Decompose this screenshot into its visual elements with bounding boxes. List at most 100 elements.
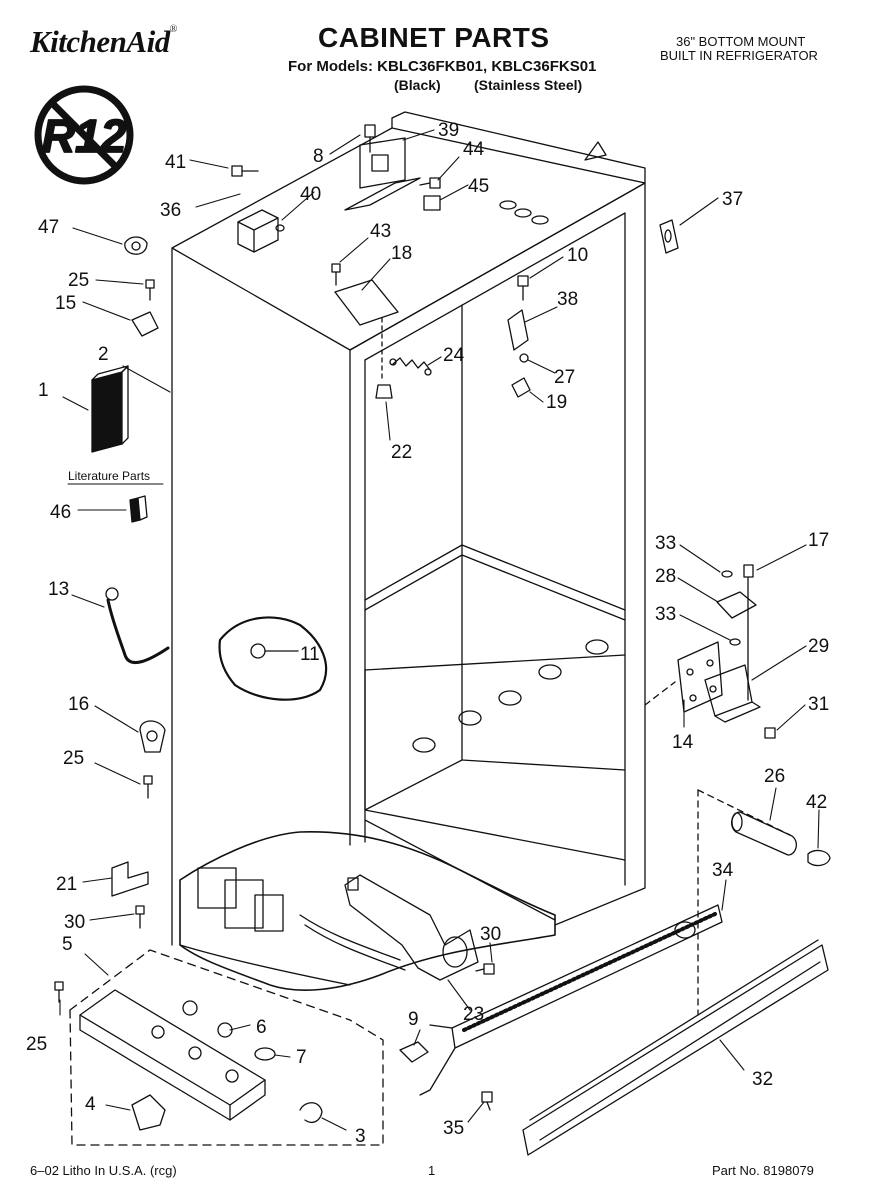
callout-24: 24	[443, 345, 465, 366]
callout-3: 3	[355, 1126, 366, 1147]
callout-36: 36	[160, 200, 181, 221]
part-14-hinge-plate	[644, 641, 723, 713]
part-46-clip	[129, 495, 148, 523]
part-13-tube	[105, 587, 170, 665]
variant-black: (Black)	[394, 77, 441, 93]
part-40-box	[237, 209, 279, 253]
callout-25-b: 25	[63, 748, 84, 769]
part-45-switch	[423, 195, 441, 211]
part-21-bracket	[111, 861, 149, 897]
variant-stainless: (Stainless Steel)	[474, 77, 583, 93]
r12-badge: R12	[34, 85, 134, 185]
brand-logo: KitchenAid®	[30, 24, 177, 60]
callout-43: 43	[370, 221, 391, 242]
part-35-screw	[481, 1091, 493, 1111]
callout-11: 11	[300, 644, 320, 665]
brand-registered-mark: ®	[169, 24, 178, 35]
part-39-bracket	[344, 137, 421, 211]
machine-compartment-cutaway	[179, 831, 556, 991]
part-25-screw-top	[145, 279, 155, 301]
callout-46: 46	[50, 502, 71, 523]
product-type-line1: 36" BOTTOM MOUNT	[676, 34, 806, 49]
part-43-screw	[331, 263, 341, 286]
part-26-cylinder	[697, 789, 798, 1016]
callout-10: 10	[567, 245, 588, 266]
footer-page-number: 1	[428, 1163, 436, 1178]
callout-47: 47	[38, 217, 59, 238]
callout-29: 29	[808, 636, 829, 657]
part-18-bracket	[334, 279, 399, 383]
callout-44: 44	[463, 139, 485, 160]
part-1-literature	[91, 365, 129, 453]
brand-name: KitchenAid	[30, 24, 170, 59]
callout-21: 21	[56, 874, 77, 895]
page-title: CABINET PARTS	[318, 22, 550, 53]
callout-2: 2	[98, 344, 109, 365]
callout-23: 23	[463, 1004, 484, 1025]
callout-7: 7	[296, 1047, 307, 1068]
part-32-trim	[522, 939, 829, 1156]
callout-35: 35	[443, 1118, 464, 1139]
callout-5: 5	[62, 934, 73, 955]
callout-8: 8	[313, 146, 324, 167]
part-10-screw	[517, 275, 529, 301]
callout-30-b: 30	[480, 924, 501, 945]
callout-27: 27	[554, 367, 575, 388]
callout-6: 6	[256, 1017, 267, 1038]
callout-33-a: 33	[655, 533, 676, 554]
callout-labels: 1 2 3 4 5 6 7 8 9 10 11 13 14 15 16 17 1…	[26, 120, 829, 1147]
callout-17: 17	[808, 530, 829, 551]
part-15-clamp	[131, 311, 159, 337]
callout-13: 13	[48, 579, 69, 600]
part-7-ring	[254, 1047, 276, 1061]
callout-38: 38	[557, 289, 578, 310]
callout-25-c: 25	[26, 1034, 47, 1055]
part-17-pin	[743, 564, 754, 578]
part-22-plug	[375, 384, 393, 399]
callout-45: 45	[468, 176, 489, 197]
part-30-screw-left	[135, 905, 145, 929]
callout-22: 22	[391, 442, 412, 463]
part-16-clamp	[139, 720, 166, 753]
callout-leaders	[59, 129, 820, 1131]
footer-print-info: 6–02 Litho In U.S.A. (rcg)	[30, 1163, 177, 1178]
callout-19: 19	[546, 392, 567, 413]
callout-34: 34	[712, 860, 734, 881]
callout-33-b: 33	[655, 604, 676, 625]
callout-4: 4	[85, 1094, 96, 1115]
callout-26: 26	[764, 766, 785, 787]
part-31-screw	[764, 727, 776, 739]
part-37-plug	[659, 219, 679, 254]
callout-30-a: 30	[64, 912, 85, 933]
callout-15: 15	[55, 293, 76, 314]
part-42-cap	[807, 849, 831, 867]
callout-37: 37	[722, 189, 743, 210]
callout-28: 28	[655, 566, 676, 587]
callout-14: 14	[672, 732, 694, 753]
part-34-grille	[419, 904, 723, 1096]
part-8-bolt	[364, 124, 376, 153]
part-5-base-assembly	[69, 949, 384, 1146]
part-19-bracket	[511, 377, 531, 398]
callout-40: 40	[300, 184, 321, 205]
product-type-line2: BUILT IN REFRIGERATOR	[660, 48, 818, 63]
callout-1: 1	[38, 380, 49, 401]
part-4-bracket	[131, 1094, 166, 1131]
part-27-nut	[519, 353, 529, 363]
part-33-washer-top	[721, 570, 733, 578]
part-3-clip	[299, 1102, 323, 1123]
models-line: For Models: KBLC36FKB01, KBLC36FKS01	[288, 58, 597, 75]
part-30-screw-right	[475, 963, 495, 975]
callout-42: 42	[806, 792, 827, 813]
callout-41: 41	[165, 152, 186, 173]
part-25-screw-mid	[143, 775, 153, 799]
part-29-hinge	[704, 664, 761, 723]
part-25-screw-bottom	[54, 981, 64, 1003]
part-47-clip	[124, 236, 148, 255]
callout-25-a: 25	[68, 270, 89, 291]
part-41-screw	[231, 165, 259, 177]
callout-31: 31	[808, 694, 829, 715]
part-23-duct	[344, 874, 479, 981]
callout-39: 39	[438, 120, 459, 141]
